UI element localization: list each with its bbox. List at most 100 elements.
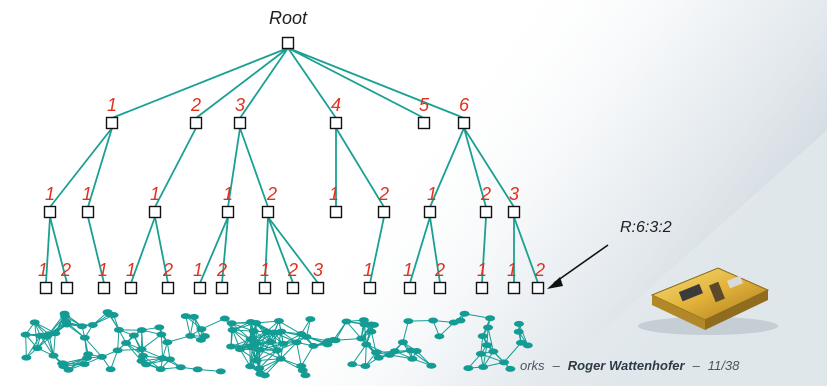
mesh-link [39,335,54,356]
edge-label-level3: 1 [260,260,270,280]
mesh-node [272,347,283,354]
tree-edge [45,216,51,284]
mesh-link [296,342,302,367]
tree-edge [154,127,197,208]
mesh-node [347,361,358,368]
mesh-node [180,313,191,320]
edge-label-level2: 3 [509,184,519,204]
mesh-node [515,339,526,346]
tree-edge [335,127,385,208]
mesh-link [48,315,66,335]
mesh-node [259,372,270,379]
mesh-link [125,342,142,362]
tree-edge [195,47,289,119]
mesh-node [265,338,276,345]
mesh-node [371,349,382,356]
tree-node-level2 [81,205,95,219]
mesh-link [365,324,375,345]
edge-label-level3: 1 [126,260,136,280]
mesh-node [245,318,256,325]
mesh-node [157,355,168,362]
edge-label-level3: 1 [477,260,487,280]
mesh-link [160,334,164,359]
edge-label-level2: 1 [427,184,437,204]
mesh-node [43,331,54,338]
mesh-node [79,334,90,341]
mesh-node [483,324,494,331]
mesh-node [488,348,499,355]
edge-label-level3: 1 [98,260,108,280]
mesh-node [48,352,59,359]
mesh-node [359,321,370,328]
mesh-link [231,322,251,340]
mesh-node [269,329,280,336]
mesh-node [21,354,32,361]
mesh-node [498,359,509,366]
mesh-node [77,323,88,330]
edge-label-level2: 2 [378,184,389,204]
tree-node-level2 [221,205,235,219]
tree-node-level3 [60,281,74,295]
mesh-link [141,334,162,350]
mesh-node [356,335,367,342]
mesh-node [136,358,147,365]
mesh-node [305,316,316,323]
mesh-node [60,313,71,320]
mesh-node [227,326,238,333]
edge-label-level2: 1 [82,184,92,204]
edge-label-level3: 3 [313,260,323,280]
mesh-link [185,316,191,336]
mesh-node [57,360,68,367]
mesh-node [373,354,384,361]
edge-label-level1: 5 [419,95,430,115]
edge-label-level1: 6 [459,95,470,115]
callout-arrow-head [547,277,563,289]
tree-edge [287,47,337,119]
tree-edge [463,127,487,208]
callout-label: R:6:3:2 [620,219,672,236]
tree-edge [267,216,294,284]
mesh-link [351,344,367,365]
mesh-link [482,344,488,368]
footer-page-number: 11/38 [707,358,740,373]
edge-label-level3: 2 [534,260,545,280]
mesh-node [155,366,166,373]
mesh-node [154,324,165,331]
mesh-node [196,326,207,333]
mesh-link [239,348,251,367]
edge-label-level1: 3 [235,95,245,115]
mesh-node [162,339,173,346]
tree-edge [429,216,441,284]
tree-edge [463,127,515,208]
mesh-link [53,333,56,356]
mesh-link [364,344,367,367]
mesh-node [248,328,259,335]
edge-label-level3: 2 [60,260,71,280]
tree-node-level3 [531,281,545,295]
tree-edge [481,216,487,284]
edge-label-level2: 2 [266,184,277,204]
tree-node-level1 [189,116,203,130]
mesh-node [63,366,74,373]
mesh-link [117,329,120,351]
edge-label-level2: 1 [329,184,339,204]
mesh-node [192,366,203,373]
mesh-node [254,365,265,372]
mesh-node [138,352,149,359]
tree-edge [267,216,319,284]
mesh-node [403,318,414,325]
tree-node-level3 [97,281,111,295]
tree-node-level1 [105,116,119,130]
tree-edge [239,127,269,208]
tree-node-level1 [233,116,247,130]
mesh-node [20,331,31,338]
edge-label-level2: 2 [480,184,491,204]
mesh-node [358,317,369,324]
mesh-node [273,318,284,325]
tree-edge [154,216,169,284]
tree-node-level2 [507,205,521,219]
mesh-node [121,340,132,347]
mesh-link [264,358,282,376]
tree-node-level3 [286,281,300,295]
